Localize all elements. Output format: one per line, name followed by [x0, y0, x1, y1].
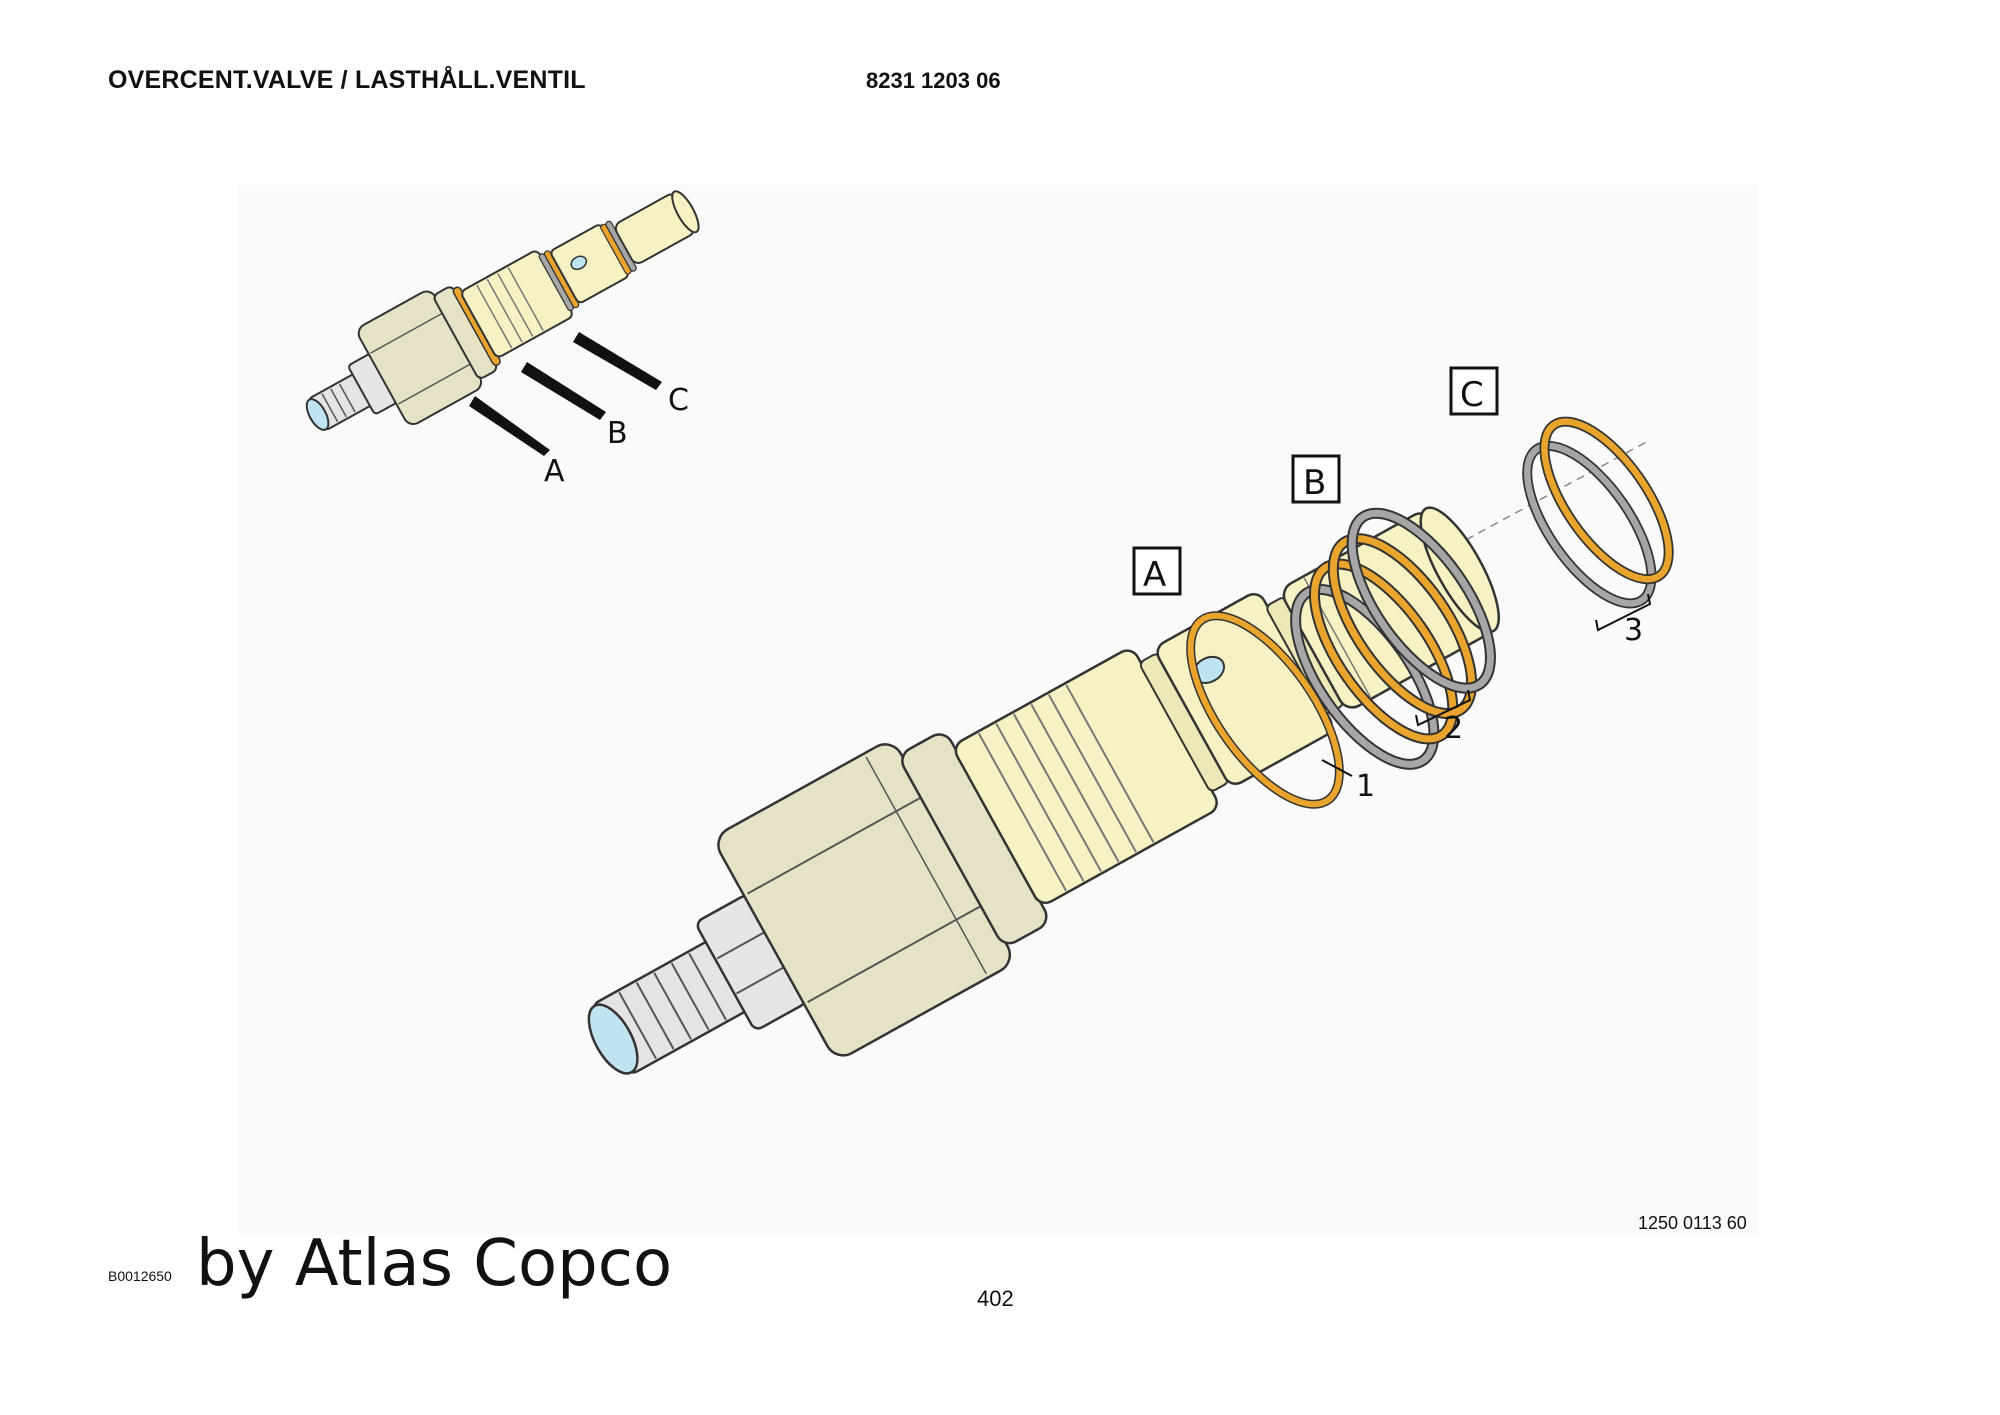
callout-wedge-b: [521, 362, 606, 420]
drawing-reference-code: 1250 0113 60: [1638, 1213, 1747, 1233]
part-number: 8231 1203 06: [866, 68, 1001, 93]
item-number-1: 1: [1356, 769, 1375, 804]
seal-ring-set-b: [1290, 507, 1496, 770]
group-label-a: A: [1143, 555, 1166, 595]
group-label-b: B: [1303, 463, 1326, 503]
leader-item-1: [1321, 759, 1353, 777]
page-number: 402: [977, 1286, 1014, 1311]
callout-wedge-c: [573, 332, 662, 390]
overview-valve: [305, 190, 700, 431]
group-box-c: [1449, 366, 1499, 416]
group-label-c: C: [1460, 375, 1484, 415]
seal-ring-a: [1186, 611, 1344, 809]
brand-text: by Atlas Copco: [196, 1227, 673, 1301]
bracket-item-3: [1595, 593, 1652, 632]
page-title: OVERCENT.VALVE / LASTHÅLL.VENTIL: [108, 66, 586, 94]
overview-callout-c: C: [668, 383, 689, 418]
group-box-b: [1291, 454, 1341, 504]
bracket-item-2: [1415, 689, 1472, 727]
overview-callout-b: B: [607, 416, 628, 451]
group-box-a: [1132, 546, 1182, 596]
seal-ring-set-c: [1522, 416, 1674, 609]
item-number-3: 3: [1624, 613, 1643, 648]
overview-callout-a: A: [544, 454, 565, 489]
document-code: B0012650: [108, 1268, 172, 1284]
callout-wedge-a: [469, 396, 550, 456]
item-number-2: 2: [1444, 711, 1463, 746]
